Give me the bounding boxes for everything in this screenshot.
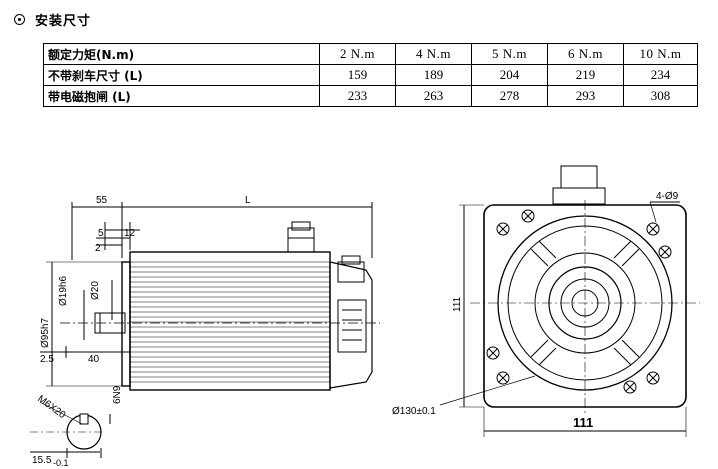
dim-keyway: 6N9 [112,385,123,404]
shaft-detail-labels: M6X20 6N9 15.5 -0.1 [32,385,123,468]
table-cell: 278 [471,85,548,107]
table-cell: 263 [395,85,472,107]
table-cell: 10 N.m [623,43,698,65]
spec-table: 额定力矩(N.m) 2 N.m 4 N.m 5 N.m 6 N.m 10 N.m… [43,43,698,107]
dim-15-5-tolerance: -0.1 [53,458,69,468]
flange [121,261,131,387]
dim-thread: M6X20 [35,394,67,422]
motor-body [129,251,331,391]
target-bullet-icon [14,13,25,25]
encoder-window [337,299,367,353]
dim-5: 5 [98,228,104,239]
side-view [40,202,380,391]
top-connector [560,165,598,189]
dim-2-5: 2.5 [40,354,54,365]
section-title: 安装尺寸 [35,13,92,29]
dim-2: 2 [95,243,101,254]
power-connector [287,227,315,253]
front-view-labels: 4-Ø9 111 111 Ø130±0.1 [392,191,679,430]
shaft-end-detail [30,401,111,458]
dim-flange-height: 111 [452,296,463,312]
dim-55: 55 [96,195,108,206]
encoder-connector [337,261,365,283]
table-row: 带电磁抱闸 (L) 233 263 278 293 308 [43,85,698,107]
front-view [439,165,700,437]
dim-12: 12 [124,228,136,239]
table-row: 不带刹车尺寸 (L) 159 189 204 219 234 [43,64,698,86]
side-view-labels: 55 L 5 12 2 Ø19h6 Ø20 Ø95h7 2.5 40 [40,195,251,365]
dim-15-5: 15.5 [32,455,52,466]
dim-shaft-diameter: Ø19h6 [58,276,69,306]
table-cell: 293 [547,85,624,107]
section-heading: 安装尺寸 [14,8,91,30]
table-cell: 308 [623,85,698,107]
row-label: 带电磁抱闸 (L) [43,85,320,107]
shaft [94,312,126,334]
dim-key-diameter: Ø20 [90,281,101,300]
dim-L: L [245,195,251,206]
table-cell: 233 [319,85,396,107]
dim-mounting-holes: 4-Ø9 [656,191,679,202]
dim-bolt-circle: Ø130±0.1 [392,406,436,417]
dim-flange-width: 111 [573,415,593,430]
dim-spigot-diameter: Ø95h7 [40,318,51,348]
encoder-cover [329,261,373,389]
dim-40: 40 [88,354,100,365]
